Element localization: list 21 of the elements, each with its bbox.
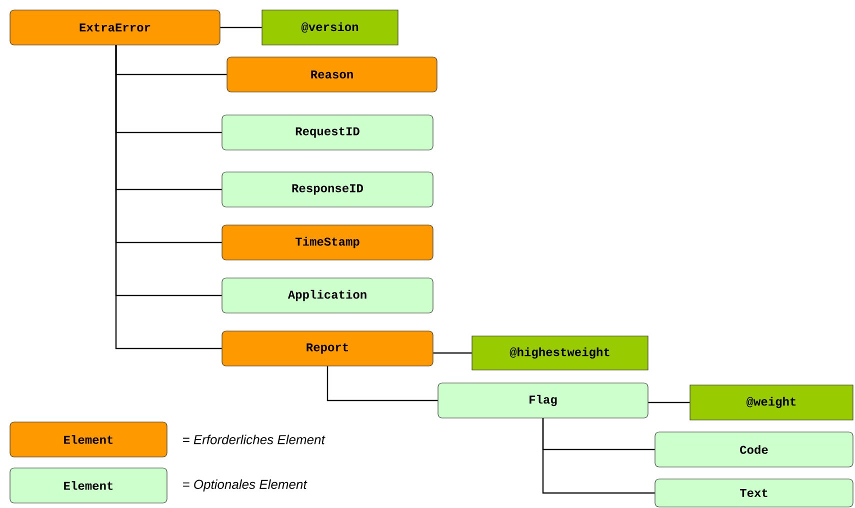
element-box: Application [222, 278, 434, 314]
element-box: TimeStamp [222, 224, 434, 260]
connector-line [115, 45, 222, 350]
legend-text: = Optionales Element [183, 479, 308, 492]
legend-text: = Erforderliches Element [183, 434, 326, 444]
attribute-box: @highestweight [472, 336, 648, 370]
connector-line [433, 352, 472, 354]
element-box: ExtraError [10, 10, 220, 46]
element-box: Reason [226, 56, 438, 92]
element-box: ResponseID [222, 172, 434, 208]
element-box: Flag [438, 382, 648, 418]
connector-line [648, 402, 690, 404]
connector-line [220, 26, 262, 28]
element-box: RequestID [222, 114, 434, 150]
connector-line [542, 418, 655, 494]
attribute-box: @version [262, 10, 398, 46]
element-box: Code [654, 432, 854, 468]
attribute-box: @weight [690, 384, 854, 420]
element-box: Report [222, 330, 434, 366]
connector-line [326, 366, 438, 402]
element-box: Text [654, 478, 854, 508]
